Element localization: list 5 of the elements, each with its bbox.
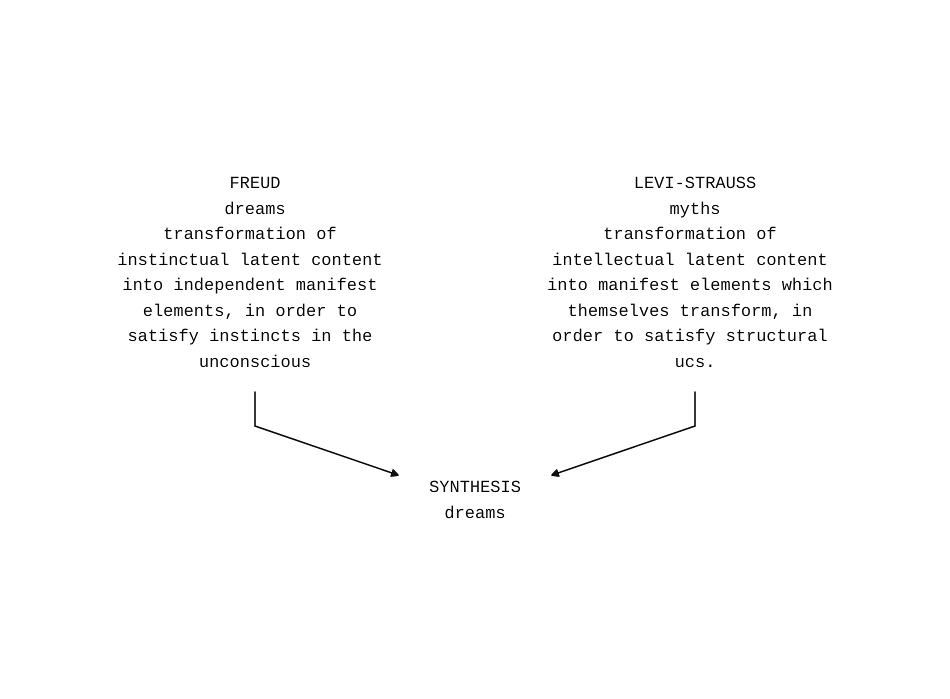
node-text: LEVI-STRAUSS myths transformation of intellectual latent content into manifest elements which themselves transform, in order to satisfy structural ucs. bbox=[547, 175, 833, 372]
node-text: FREUD dreams transformation of instinctual latent content into independent manifest elements, in order to satisfy instincts in the unconscious bbox=[117, 175, 383, 372]
node-text: SYNTHESIS dreams bbox=[429, 479, 521, 524]
arrow bbox=[550, 391, 696, 478]
arrow bbox=[254, 391, 400, 478]
